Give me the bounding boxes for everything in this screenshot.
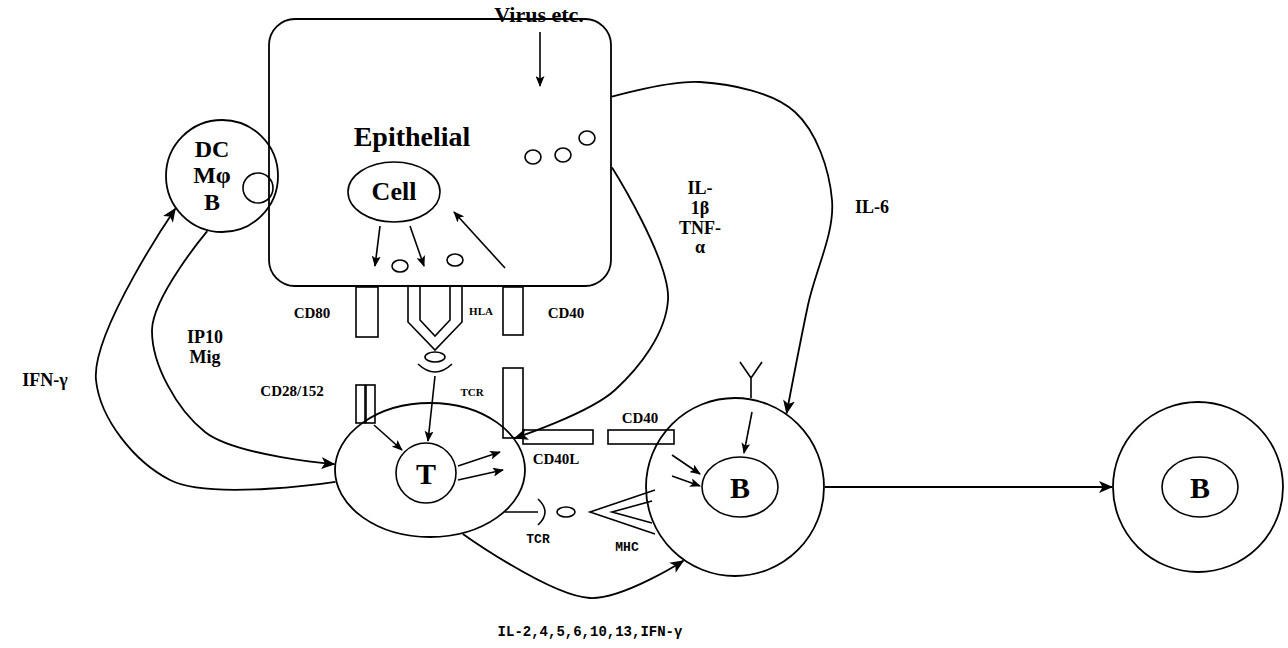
tcr-molecule [418,364,452,372]
virus-particle [525,150,541,164]
cell-membrane [335,403,525,537]
cytokine-label: IL-2,4,5,6,10,13,IFN-γ [496,625,685,640]
tcr-molecule [538,499,545,525]
nucleus [348,162,440,222]
cell-membrane [166,120,278,232]
molecule-label: CD40 [548,305,585,322]
cytokine-arrow [463,534,684,598]
molecule-label: CD40L [533,451,580,468]
hla-molecule [408,287,462,350]
cell-label: Cell [372,178,417,207]
vesicle [447,254,463,266]
cytokine-label: IL-1β TNF-α [677,179,723,258]
cytokine-label: IFN-γ [20,371,69,391]
cell-label: Epithelial [354,122,471,153]
signal-arrow [375,226,380,266]
cytokine-arrow [612,82,832,413]
b-cell: B [645,397,825,577]
peptide [557,507,575,517]
cd40l-molecule [503,368,523,438]
peptide [425,352,445,362]
signal-arrow [454,212,505,268]
cell-label: B [1190,471,1210,504]
nucleus [396,443,456,503]
signal-arrow [458,470,503,480]
molecule-label: TCR [526,533,549,547]
antigen-presenting-cell: DC Mφ B [165,119,279,233]
signal-arrow [374,425,402,450]
cell-membrane [269,19,611,286]
molecule-label: CD40 [622,410,659,427]
t-cell: T [334,402,526,538]
cytokine-arrow [152,231,334,464]
cytokine-label: IP10 Mig [185,328,225,368]
mhc-molecule [590,490,655,534]
epithelial-cell: EpithelialCell [268,18,612,287]
signal-arrow [744,412,752,453]
cell-membrane [1113,402,1283,572]
signal-arrow [672,455,700,474]
molecule-label: TCR [460,386,483,398]
nucleus [702,457,778,517]
cytokine-label: IL-6 [853,198,891,218]
molecule-label: CD28/152 [260,383,323,400]
cd28-molecule [356,385,365,423]
vesicle [392,260,408,272]
cell-label: B [730,471,750,504]
cd80-molecule [356,287,378,337]
epithelial-cell-outline [268,18,612,287]
virus-particle [579,131,595,145]
signal-arrow [410,226,424,266]
b-cell: B [1112,401,1284,573]
cell-label: T [416,457,436,490]
cytokine-arrow [825,486,1112,488]
b-cell-receptor [740,362,762,398]
virus-particle [555,148,571,162]
virus-arrow [539,32,541,86]
molecule-label: HLA [469,305,493,317]
molecule-label: CD80 [294,305,331,322]
signal-arrow [428,376,435,441]
signal-arrow [458,452,500,466]
cd40-molecule [503,287,523,335]
cell-membrane [646,398,824,576]
molecule-label: MHC [615,541,638,555]
cytokine-arrow [96,209,336,490]
signal-arrow [672,476,700,486]
cell-label: DC Mφ B [193,136,231,215]
tcr-molecule [505,511,538,513]
cytokine-arrow [515,168,668,439]
pathogen-label: Virus etc. [494,3,584,27]
mhc-groove [612,501,652,523]
hla-groove [420,287,450,336]
nucleus [1162,457,1238,517]
